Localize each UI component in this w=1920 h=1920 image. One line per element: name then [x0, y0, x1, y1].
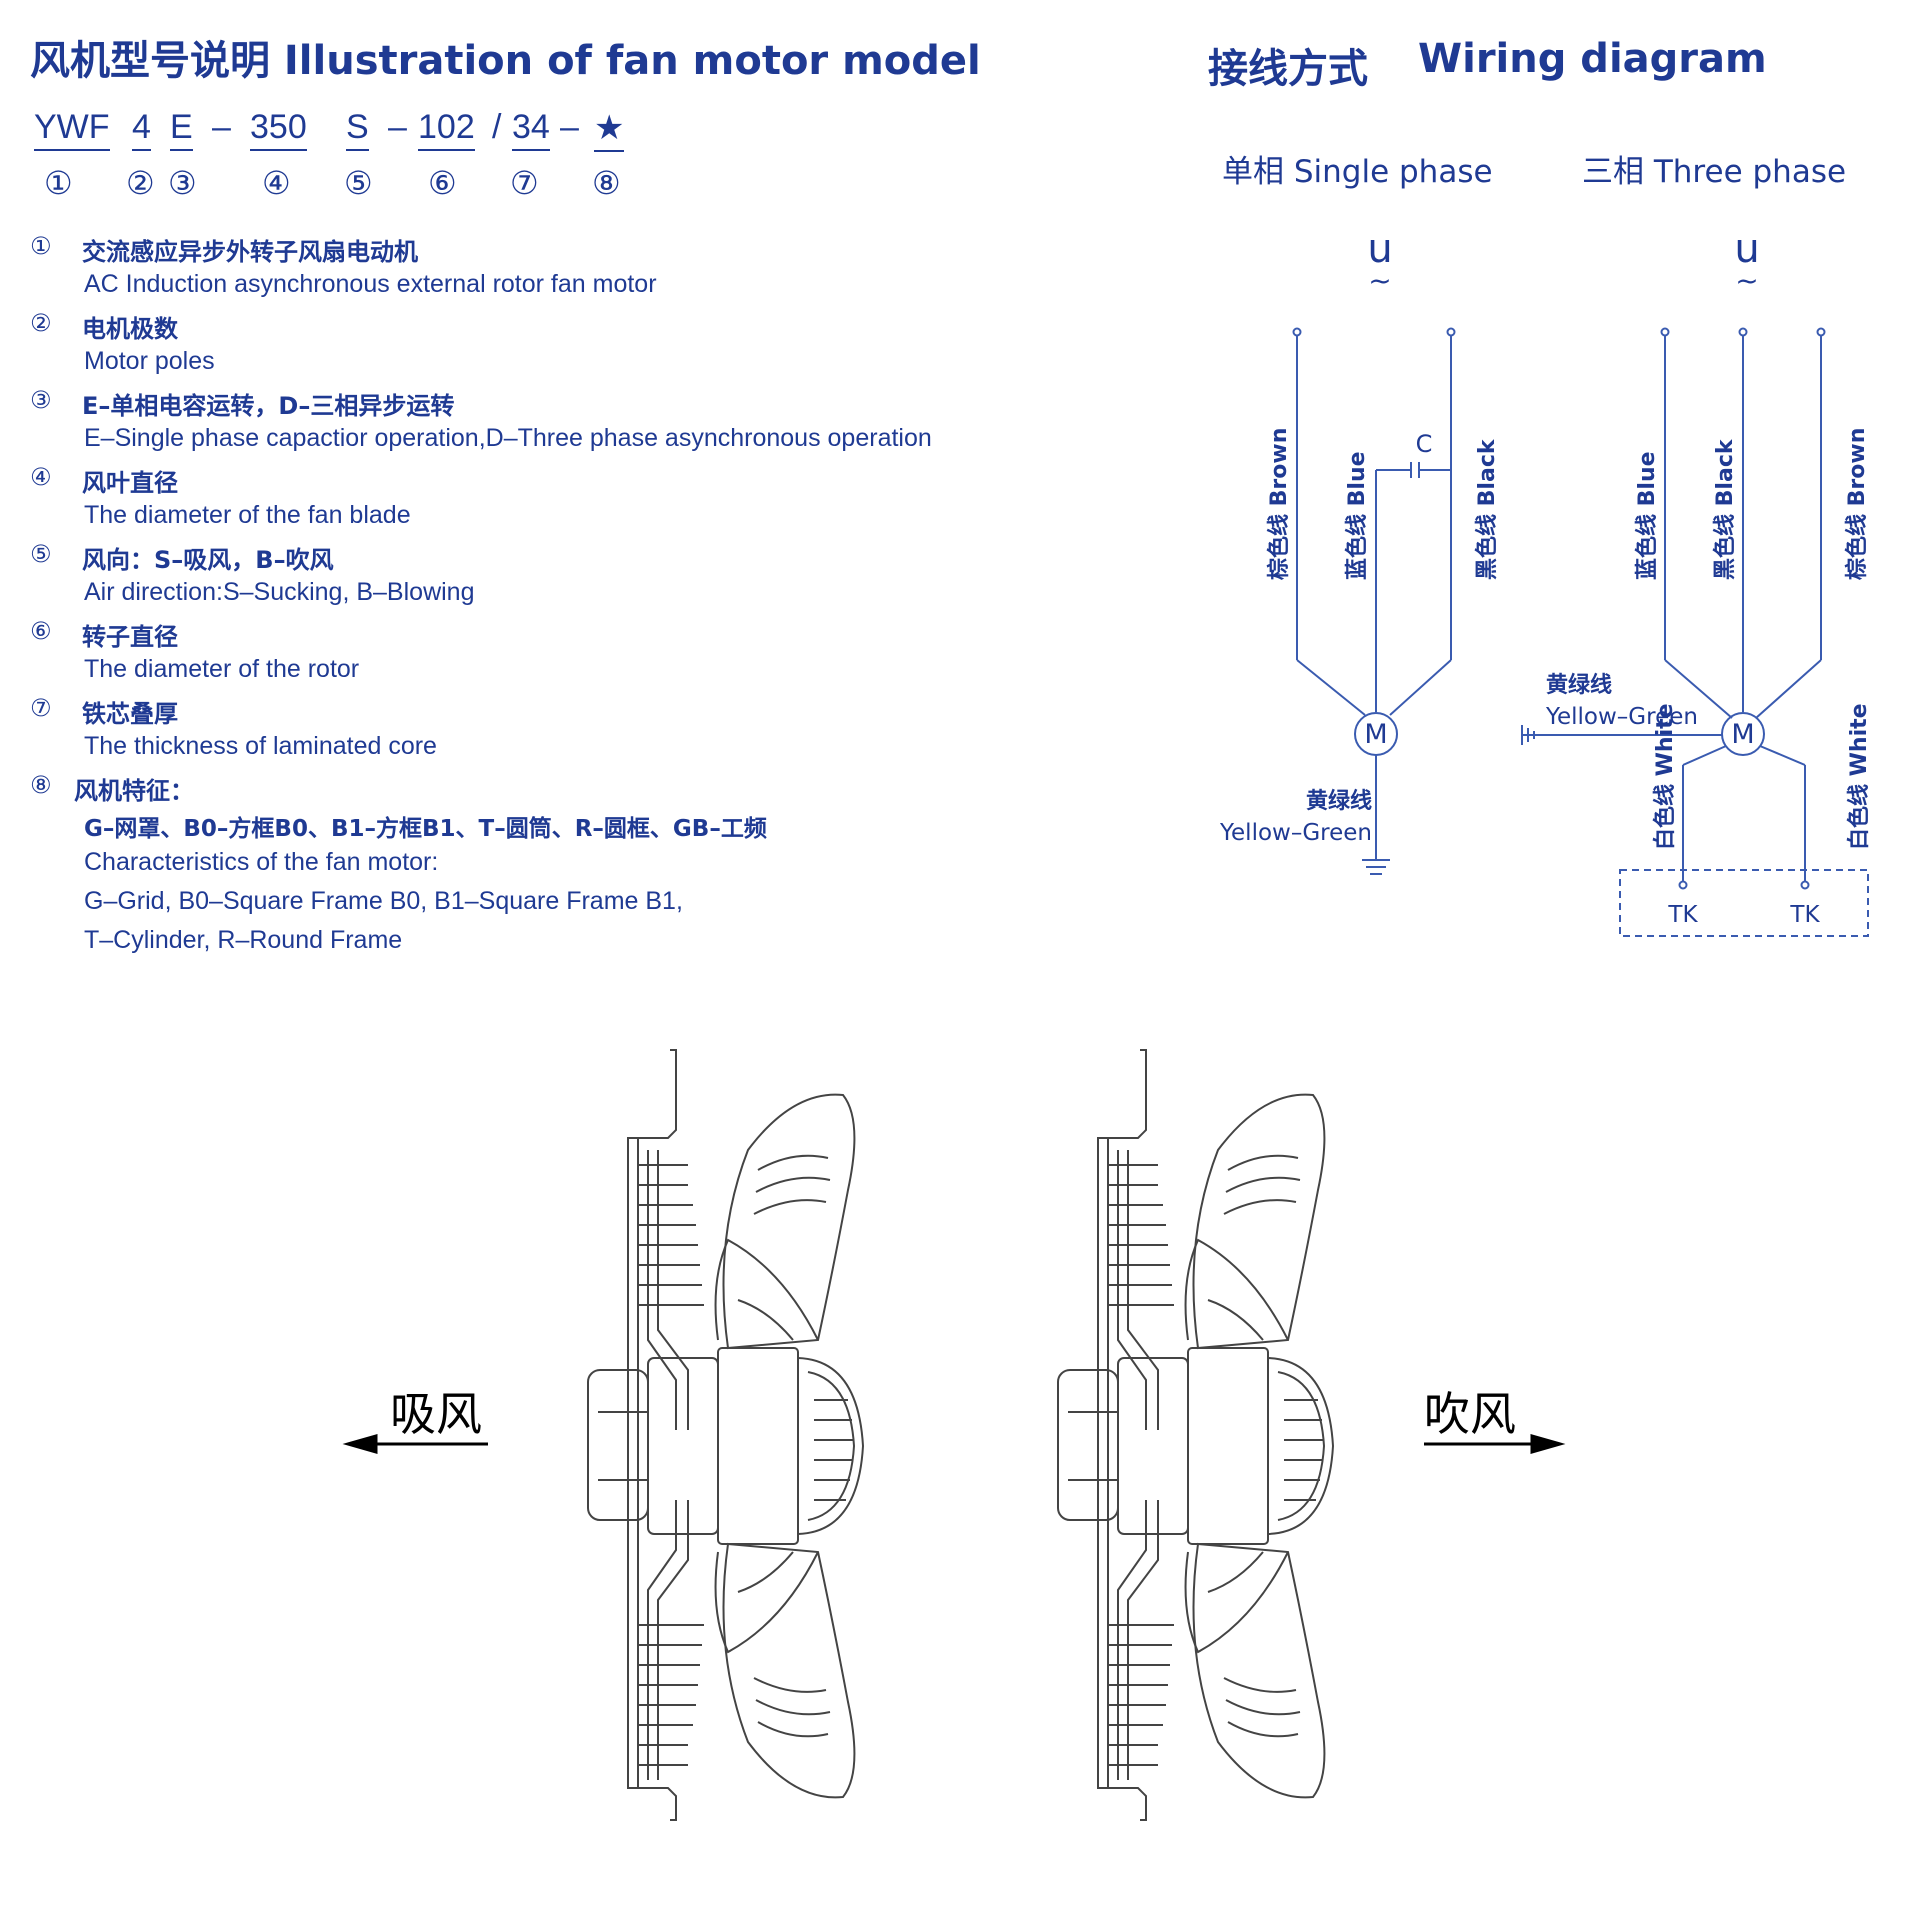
three-white-label: 白色线 White	[1652, 703, 1678, 850]
legend-num: ⑦	[30, 694, 52, 722]
code-dash: –	[212, 108, 231, 146]
terminal	[1446, 327, 1456, 337]
three-white-label: 白色线 White	[1846, 703, 1872, 850]
terminal	[1292, 327, 1302, 337]
single-wire-brown-label: 棕色线 Brown	[1266, 428, 1292, 580]
legend-num: ④	[30, 463, 52, 491]
code-ywf: YWF	[34, 108, 110, 151]
sucking-label: 吸风	[390, 1387, 482, 1441]
three-wire-white	[1759, 745, 1806, 766]
code-slash: /	[492, 108, 502, 146]
fan-blowing-drawing	[1057, 1049, 1334, 1821]
legend-en: Characteristics of the fan motor:	[84, 848, 439, 876]
blowing-arrow-head	[1530, 1434, 1566, 1454]
terminal	[1800, 880, 1810, 890]
three-wire-white	[1682, 745, 1727, 766]
single-wire-black	[1389, 659, 1452, 716]
legend-cn: E–单相电容运转，D–三相异步运转	[82, 392, 455, 420]
three-wire-black-label: 黑色线 Black	[1712, 438, 1738, 580]
code-dash: –	[560, 108, 579, 146]
tk-box	[1619, 869, 1869, 937]
terminal	[1816, 327, 1826, 337]
legend-cn: 铁芯叠厚	[82, 700, 178, 728]
code-diam: 350	[250, 108, 307, 151]
single-tilde: ~	[1368, 264, 1391, 297]
code-core: 34	[512, 108, 550, 151]
wiring-title-cn: 接线方式	[1208, 46, 1368, 92]
code-number: ⑦	[510, 164, 539, 202]
legend-cn: 风向：S–吸风，B–吹风	[82, 546, 334, 574]
code-number: ⑧	[592, 164, 621, 202]
legend-en: Motor poles	[84, 347, 215, 375]
three-tilde: ~	[1735, 264, 1758, 297]
fan-sucking-drawing	[587, 1049, 864, 1821]
code-number: ⑤	[344, 164, 373, 202]
three-wire-blue-label: 蓝色线 Blue	[1634, 451, 1660, 580]
code-number: ①	[44, 164, 73, 202]
legend-num: ③	[30, 386, 52, 414]
legend-en: The diameter of the rotor	[84, 655, 360, 683]
tk-label: TK	[1789, 902, 1820, 928]
terminal	[1660, 327, 1670, 337]
three-wire-brown-label: 棕色线 Brown	[1844, 428, 1870, 580]
legend-cn: 风叶直径	[82, 469, 178, 497]
blowing-label: 吹风	[1424, 1387, 1516, 1441]
legend-en: T–Cylinder, R–Round Frame	[84, 926, 403, 954]
legend-cn: 交流感应异步外转子风扇电动机	[82, 238, 418, 266]
legend-en: The diameter of the fan blade	[84, 501, 411, 529]
single-ground-cn: 黄绿线	[1306, 788, 1372, 814]
three-ground-cn: 黄绿线	[1546, 672, 1612, 698]
single-motor-label: M	[1364, 719, 1387, 750]
wiring-title-en: Wiring diagram	[1418, 36, 1767, 82]
code-phase: E	[170, 108, 193, 151]
three-motor-label: M	[1731, 719, 1754, 750]
legend-en: The thickness of laminated core	[84, 732, 437, 760]
single-ground-en: Yellow–Green	[1219, 820, 1372, 846]
legend-num: ⑥	[30, 617, 52, 645]
legend-cn: 风机特征：	[74, 777, 194, 805]
terminal	[1738, 327, 1748, 337]
legend-en: G–网罩、B0–方框B0、B1–方框B1、T–圆筒、R–圆框、GB–工频	[84, 816, 767, 842]
code-dash: –	[388, 108, 407, 146]
single-u-label: u	[1367, 226, 1392, 272]
tk-label: TK	[1667, 902, 1698, 928]
code-number: ③	[168, 164, 197, 202]
code-star: ★	[594, 108, 625, 152]
legend-num: ②	[30, 309, 52, 337]
legend-en: AC Induction asynchronous external rotor…	[84, 270, 657, 298]
terminal	[1678, 880, 1688, 890]
fan-drawings	[342, 1049, 1566, 1821]
three-wire-blue	[1664, 659, 1733, 719]
code-number: ④	[262, 164, 291, 202]
single-wire-brown	[1296, 659, 1366, 716]
single-wire-black-label: 黑色线 Black	[1474, 438, 1500, 580]
single-wire-blue-label: 蓝色线 Blue	[1344, 451, 1370, 580]
capacitor-label: C	[1416, 430, 1433, 458]
three-wire-brown	[1755, 659, 1822, 719]
code-poles: 4	[132, 108, 151, 151]
legend-cn: 电机极数	[82, 315, 178, 343]
legend-en: E–Single phase capactior operation,D–Thr…	[84, 424, 932, 452]
three-u-label: u	[1734, 226, 1759, 272]
code-number: ⑥	[428, 164, 457, 202]
legend-num: ①	[30, 232, 52, 260]
sucking-arrow-head	[342, 1434, 378, 1454]
code-rotor: 102	[418, 108, 475, 151]
code-number: ②	[126, 164, 155, 202]
model-title: 风机型号说明 Illustration of fan motor model	[30, 38, 981, 84]
wiring-diagram: u ~ u ~ M M C 棕色线 Brown 蓝色线 Blue 黑色线 Bla…	[1219, 226, 1872, 937]
single-phase-label: 单相 Single phase	[1222, 154, 1493, 190]
code-dir: S	[346, 108, 369, 151]
single-motor-circle	[1354, 712, 1398, 756]
legend-cn: 转子直径	[82, 623, 178, 651]
legend-en: Air direction:S–Sucking, B–Blowing	[84, 578, 475, 606]
legend-en: G–Grid, B0–Square Frame B0, B1–Square Fr…	[84, 887, 683, 915]
three-ground-en: Yellow–Green	[1545, 704, 1698, 730]
legend-num: ⑤	[30, 540, 52, 568]
three-motor-circle	[1721, 712, 1765, 756]
three-phase-label: 三相 Three phase	[1582, 154, 1847, 190]
legend-num: ⑧	[30, 771, 52, 799]
